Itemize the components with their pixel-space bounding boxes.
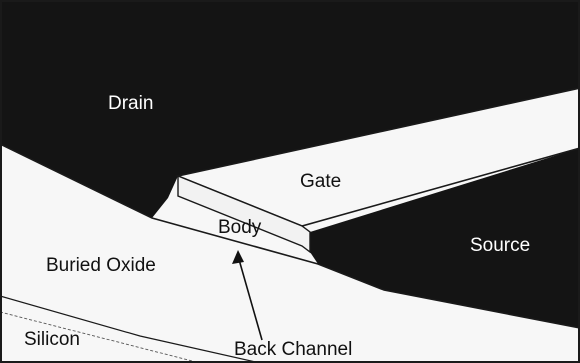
source-label: Source bbox=[470, 236, 530, 255]
buried-oxide-label: Buried Oxide bbox=[46, 256, 156, 275]
drain-label: Drain bbox=[108, 94, 153, 113]
back-channel-label: Back Channel bbox=[234, 340, 352, 359]
silicon-label: Silicon bbox=[24, 330, 80, 349]
body-label: Body bbox=[218, 218, 261, 237]
gate-label: Gate bbox=[300, 172, 341, 191]
